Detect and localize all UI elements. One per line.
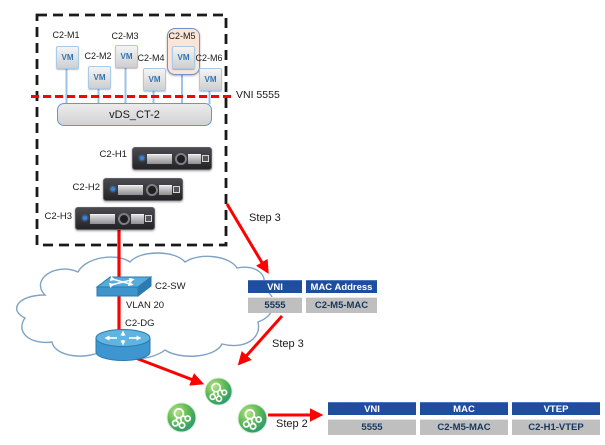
network-cloud	[16, 252, 275, 360]
vm-badge-text: VM	[177, 53, 190, 62]
vds-box: vDS_CT-2	[57, 103, 212, 126]
server-knob	[118, 213, 130, 225]
vm-badge-text: VM	[61, 53, 74, 62]
server-icon	[132, 147, 212, 170]
server-icon	[75, 207, 155, 230]
vni-mac-vtep-table: VNI MAC VTEP 5555 C2-M5-MAC C2-H1-VTEP	[328, 402, 600, 435]
vm-icon: VM	[115, 45, 138, 68]
table-data-cell: C2-H1-VTEP	[512, 419, 600, 435]
vm-badge-text: VM	[148, 75, 161, 84]
server-panel	[131, 214, 144, 224]
server-panel	[188, 154, 201, 164]
vm-badge-text: VM	[120, 52, 133, 61]
table-header-cell: MAC	[420, 402, 508, 415]
table-header-cell: VTEP	[512, 402, 600, 415]
table-header-cell: VNI	[328, 402, 416, 415]
host-label: C2-H1	[99, 149, 127, 160]
vtep-globe-icon	[204, 377, 233, 406]
vlan-label: VLAN 20	[126, 300, 165, 311]
vm-icon: VM	[199, 68, 222, 91]
step3-arrow-upper	[225, 203, 269, 274]
vm-label: C2-M2	[84, 51, 112, 61]
router-label: C2-DG	[125, 318, 155, 329]
server-icon	[103, 178, 183, 201]
vtep-globe-icon	[237, 403, 268, 434]
host-label: C2-H2	[72, 182, 100, 193]
router-icon	[93, 327, 153, 368]
vm-icon: VM	[88, 66, 111, 89]
vds-label: vDS_CT-2	[109, 108, 160, 121]
router-to-vtep-arrow	[132, 355, 205, 386]
step2-label: Step 2	[276, 418, 308, 430]
host-label: C2-H3	[44, 211, 72, 222]
table-header-cell: MAC Address	[306, 280, 377, 293]
vm-label: C2-M4	[137, 53, 165, 63]
server-led	[140, 156, 144, 160]
server-port	[173, 186, 180, 193]
vm-label: C2-M1	[52, 30, 80, 40]
vni-line-label: VNI 5555	[236, 89, 280, 101]
switch-label: C2-SW	[155, 281, 186, 292]
server-knob	[175, 153, 187, 165]
server-port	[202, 155, 209, 162]
vm-label: C2-M3	[111, 31, 139, 41]
vni-mac-table: VNI MAC Address 5555 C2-M5-MAC	[248, 280, 377, 313]
server-port	[145, 215, 152, 222]
vm-label: C2-M5	[168, 31, 196, 41]
vm-icon: VM	[56, 46, 79, 69]
server-panel	[147, 154, 172, 164]
table-header-cell: VNI	[248, 280, 302, 293]
table-data-cell: C2-M5-MAC	[420, 419, 508, 435]
table-data-cell: 5555	[248, 297, 302, 313]
server-led	[111, 187, 115, 191]
table-data-cell: C2-M5-MAC	[306, 297, 377, 313]
vm-badge-text: VM	[204, 75, 217, 84]
vm-icon: VM	[143, 68, 166, 91]
vtep-globe-icon	[166, 402, 197, 433]
step3-upper-label: Step 3	[249, 212, 281, 224]
server-panel	[118, 185, 143, 195]
table-data-cell: 5555	[328, 419, 416, 435]
vm-label: C2-M6	[195, 53, 223, 63]
vm-badge-text: VM	[93, 73, 106, 82]
step3-lower-label: Step 3	[272, 338, 304, 350]
server-led	[83, 216, 87, 220]
server-panel	[90, 214, 115, 224]
switch-icon	[95, 274, 153, 305]
server-knob	[146, 184, 158, 196]
cluster-boundary-box	[35, 13, 228, 247]
step3-arrow-lower	[237, 315, 284, 366]
vm-icon: VM	[172, 46, 195, 69]
server-panel	[159, 185, 172, 195]
